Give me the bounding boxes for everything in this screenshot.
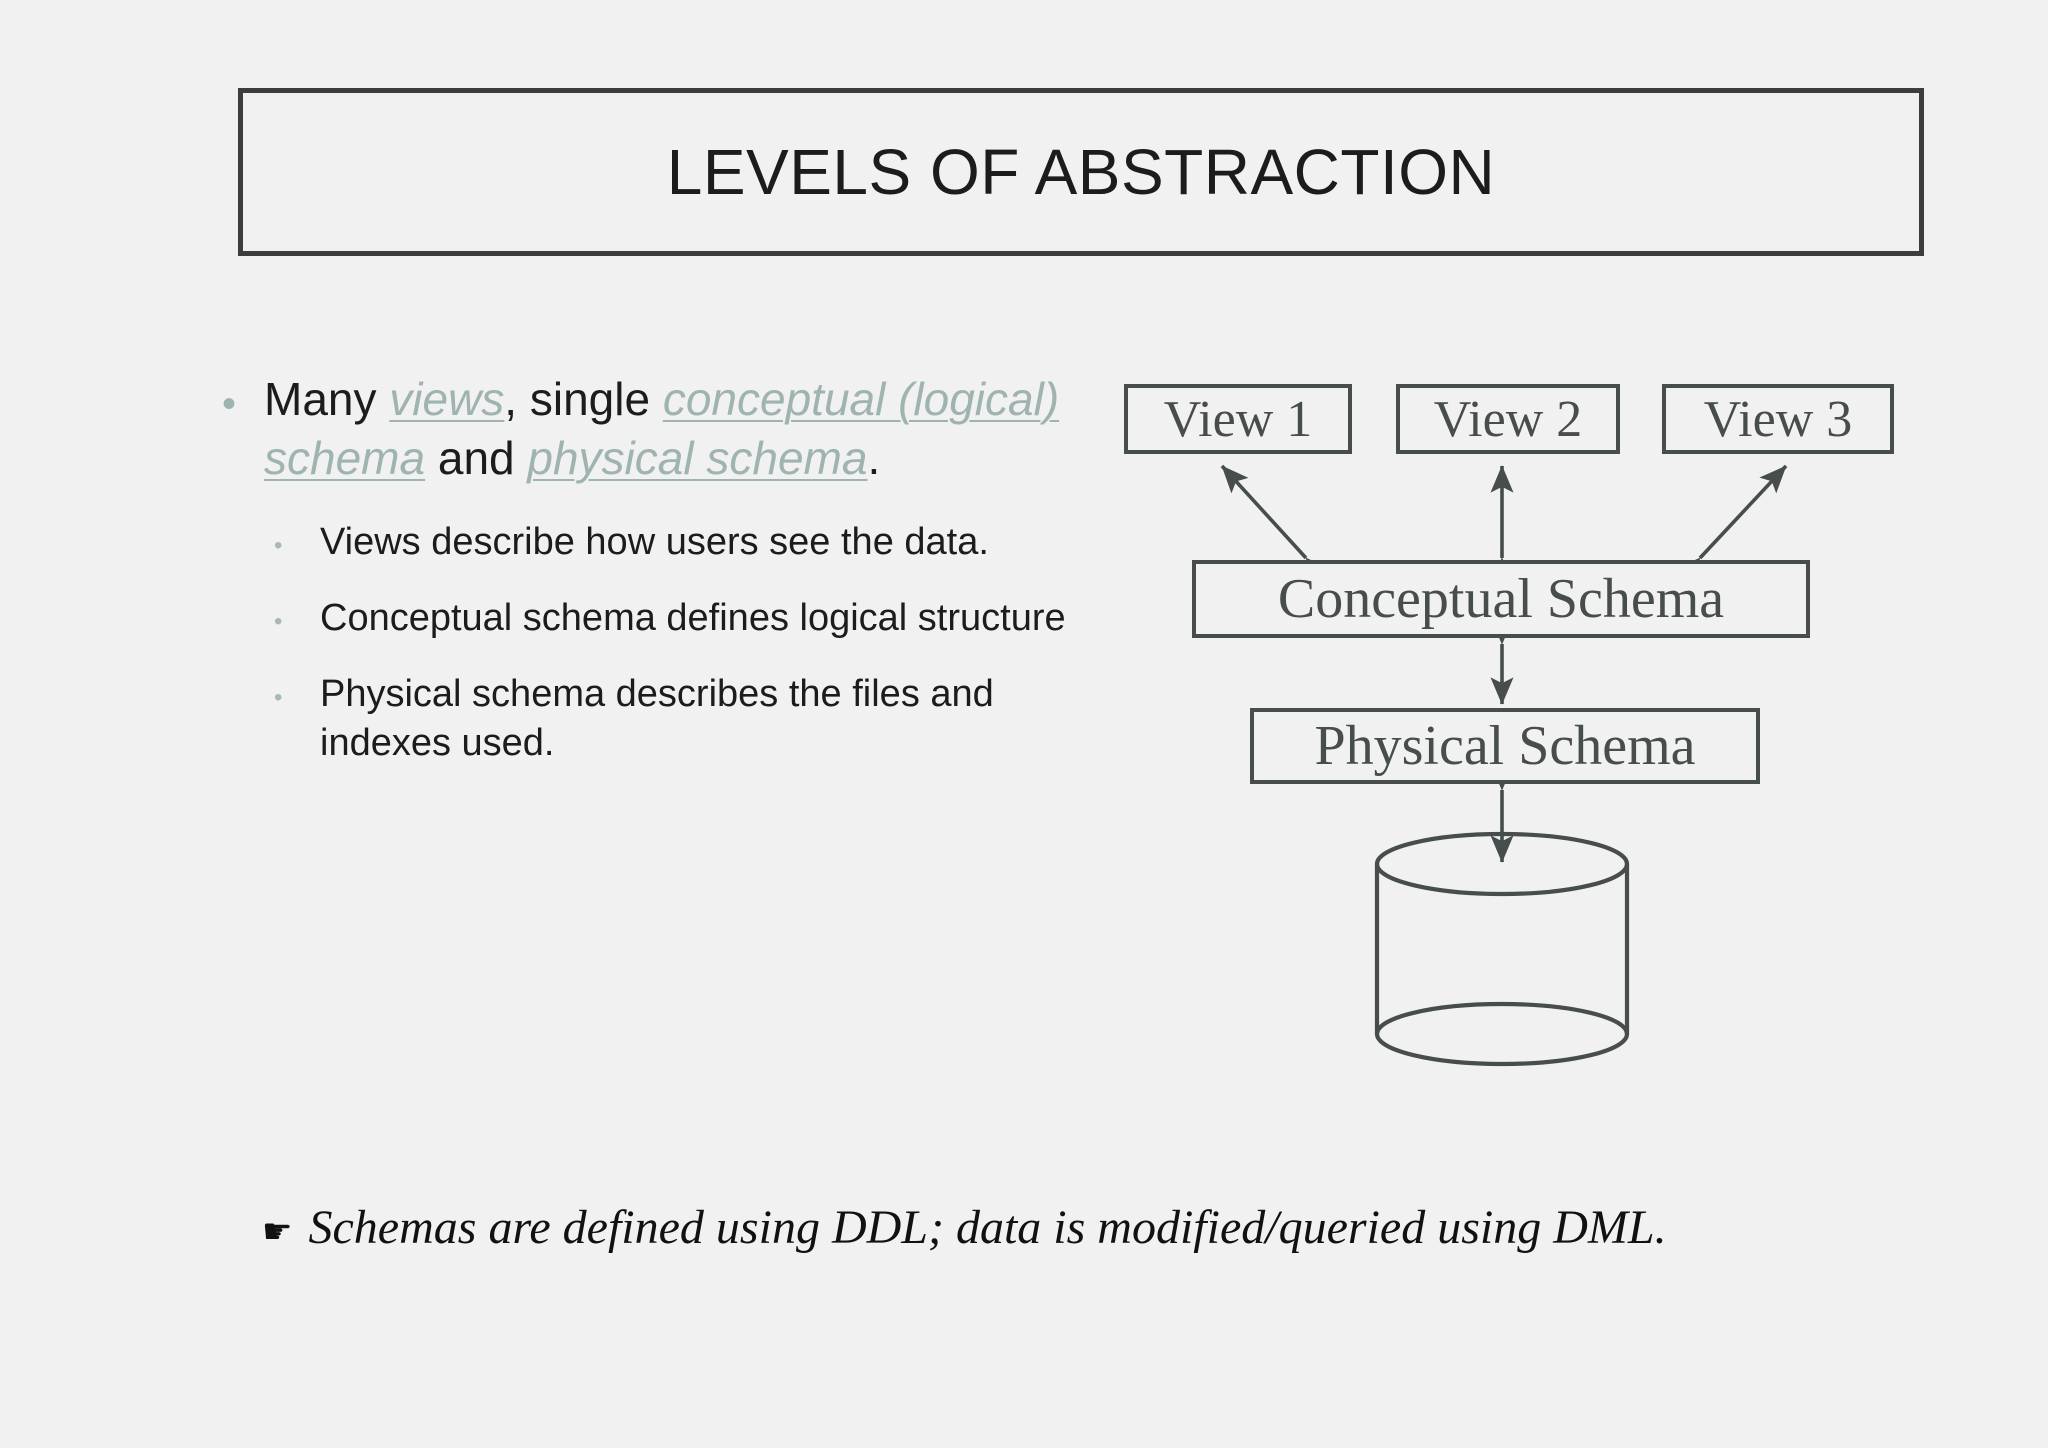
- database-cylinder-icon: [1374, 831, 1630, 1067]
- sub-bullet-list: • Views describe how users see the data.…: [274, 518, 1082, 767]
- slide-title-box: LEVELS OF ABSTRACTION: [238, 88, 1924, 256]
- diagram-box-label: Physical Schema: [1314, 715, 1696, 777]
- arrow-conceptual-view1: [1220, 464, 1333, 586]
- diagram-box-label: View 3: [1703, 390, 1853, 448]
- sub-bullet-text: Physical schema describes the files and …: [320, 673, 994, 764]
- footer-note-text: Schemas are defined using DDL; data is m…: [308, 1201, 1667, 1254]
- text-segment-plain: .: [867, 431, 881, 484]
- sub-bullet-text: Conceptual schema defines logical struct…: [320, 597, 1066, 639]
- sub-bullet-dot-icon: •: [274, 608, 283, 635]
- pointing-hand-icon: ☛: [262, 1212, 293, 1252]
- sub-bullet-text: Views describe how users see the data.: [320, 520, 989, 563]
- diagram-connectors: [1220, 464, 1788, 1067]
- diagram-box-view2[interactable]: View 2: [1396, 384, 1620, 454]
- arrow-conceptual-view3: [1673, 464, 1788, 586]
- text-segment-plain: Many: [264, 373, 390, 425]
- main-bullet-text: Many views, single conceptual (logical) …: [264, 370, 1082, 488]
- sub-bullet-dot-icon: •: [274, 684, 283, 712]
- footer-note: ☛ Schemas are defined using DDL; data is…: [262, 1200, 1667, 1255]
- bullet-dot-icon: •: [222, 382, 237, 426]
- sub-bullet-item: • Conceptual schema defines logical stru…: [274, 594, 1082, 642]
- sub-bullet-item: • Views describe how users see the data.: [274, 518, 1082, 566]
- levels-of-abstraction-diagram: View 1 View 2 View 3 Conceptual Schema P…: [1110, 370, 1940, 1090]
- sub-bullet-dot-icon: •: [274, 531, 283, 559]
- text-segment-plain: and: [425, 431, 528, 484]
- diagram-box-physical-schema[interactable]: Physical Schema: [1250, 708, 1760, 784]
- text-segment-plain: , single: [504, 373, 663, 425]
- diagram-box-conceptual-schema[interactable]: Conceptual Schema: [1192, 560, 1810, 638]
- main-bullet-item: • Many views, single conceptual (logical…: [222, 370, 1082, 488]
- diagram-box-label: Conceptual Schema: [1277, 568, 1725, 630]
- sub-bullet-item: • Physical schema describes the files an…: [274, 670, 1082, 767]
- diagram-box-view1[interactable]: View 1: [1124, 384, 1352, 454]
- diagram-box-view3[interactable]: View 3: [1662, 384, 1894, 454]
- link-physical-schema[interactable]: physical schema: [527, 431, 868, 484]
- diagram-box-label: View 2: [1433, 390, 1583, 448]
- page-title: LEVELS OF ABSTRACTION: [666, 136, 1496, 208]
- diagram-box-label: View 1: [1163, 390, 1313, 448]
- link-conceptual-logical-schema[interactable]: conceptual (logical) schema: [264, 373, 1060, 484]
- link-views[interactable]: views: [389, 373, 505, 425]
- bullet-content-column: • Many views, single conceptual (logical…: [222, 370, 1082, 795]
